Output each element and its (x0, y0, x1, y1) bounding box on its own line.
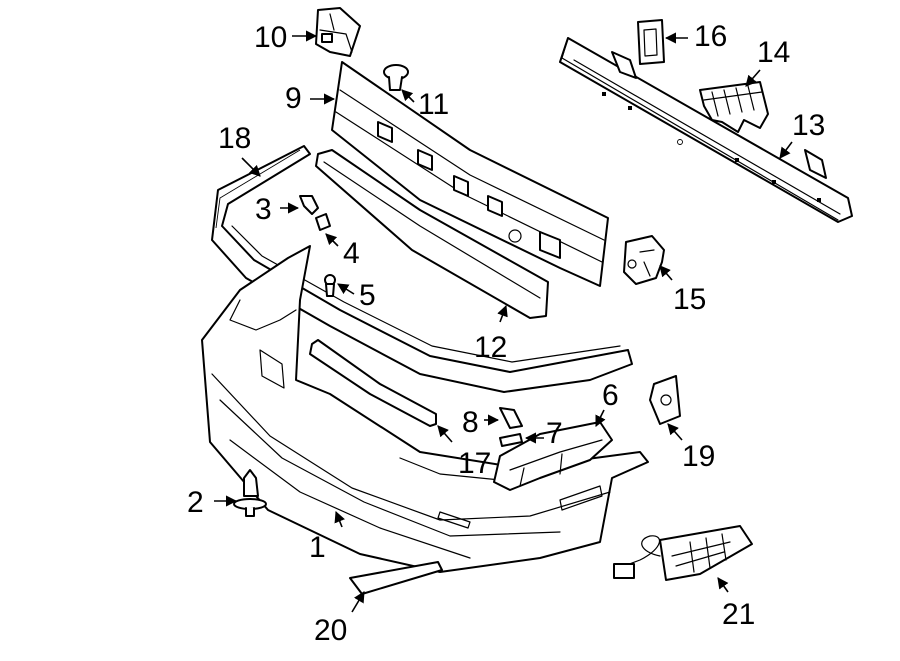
leader-lines (214, 30, 793, 613)
callout-19: 19 (682, 440, 715, 473)
part-3-clip (299, 195, 319, 215)
leader-17 (437, 425, 453, 443)
callout-4: 4 (343, 237, 360, 270)
callout-15: 15 (673, 283, 706, 316)
callout-2: 2 (187, 486, 204, 519)
callout-13: 13 (792, 109, 825, 142)
leader-21 (717, 577, 729, 593)
callout-11: 11 (418, 88, 449, 121)
part-10-clip (315, 7, 361, 57)
callout-7: 7 (546, 417, 563, 450)
callout-5: 5 (359, 279, 376, 312)
part-4-nut (315, 213, 331, 231)
callout-20: 20 (314, 614, 347, 647)
part-13-reinforcement-beam (559, 37, 853, 223)
leader-18 (241, 157, 261, 177)
callout-21: 21 (722, 598, 755, 631)
leader-6 (595, 409, 606, 428)
part-11-push-pin (383, 64, 409, 91)
part-20-trim-strip (349, 561, 443, 595)
part-19-bracket (649, 375, 681, 425)
part-6-bracket (493, 421, 613, 491)
leader-13 (779, 141, 793, 159)
callout-16: 16 (694, 20, 727, 53)
leader-5 (337, 283, 355, 295)
callout-12: 12 (474, 331, 507, 364)
part-17-reflector (309, 339, 437, 427)
callout-10: 10 (254, 21, 287, 54)
leader-12 (497, 304, 508, 323)
part-18-molding (211, 145, 633, 393)
part-9-energy-absorber (331, 61, 609, 287)
part-1-bumper-cover (201, 245, 649, 573)
leader-1 (334, 510, 345, 528)
part-2-retainer (233, 469, 267, 517)
part-21-side-marker-lamp (613, 525, 753, 581)
leader-15 (659, 265, 673, 281)
callout-6: 6 (602, 379, 619, 412)
part-7-clip (499, 433, 523, 447)
callout-3: 3 (255, 193, 272, 226)
part-8-clip (499, 407, 523, 429)
leader-19 (667, 423, 683, 441)
part-5-bolt (324, 274, 336, 297)
callout-18: 18 (218, 122, 251, 155)
part-14-bracket (699, 81, 769, 133)
callout-14: 14 (757, 36, 790, 69)
callout-1: 1 (309, 531, 326, 564)
leader-14 (745, 69, 761, 87)
callout-17: 17 (458, 447, 491, 480)
leader-20 (351, 591, 365, 613)
callout-9: 9 (285, 82, 302, 115)
part-15-side-bracket (623, 235, 665, 285)
callout-numbers: 1 2 3 4 5 6 7 8 9 10 11 12 13 14 15 16 1… (187, 20, 825, 647)
leader-4 (325, 233, 339, 247)
part-16-pad (637, 19, 665, 65)
leader-11 (401, 89, 415, 103)
part-12-impact-strip (315, 149, 549, 319)
callout-8: 8 (462, 406, 479, 439)
